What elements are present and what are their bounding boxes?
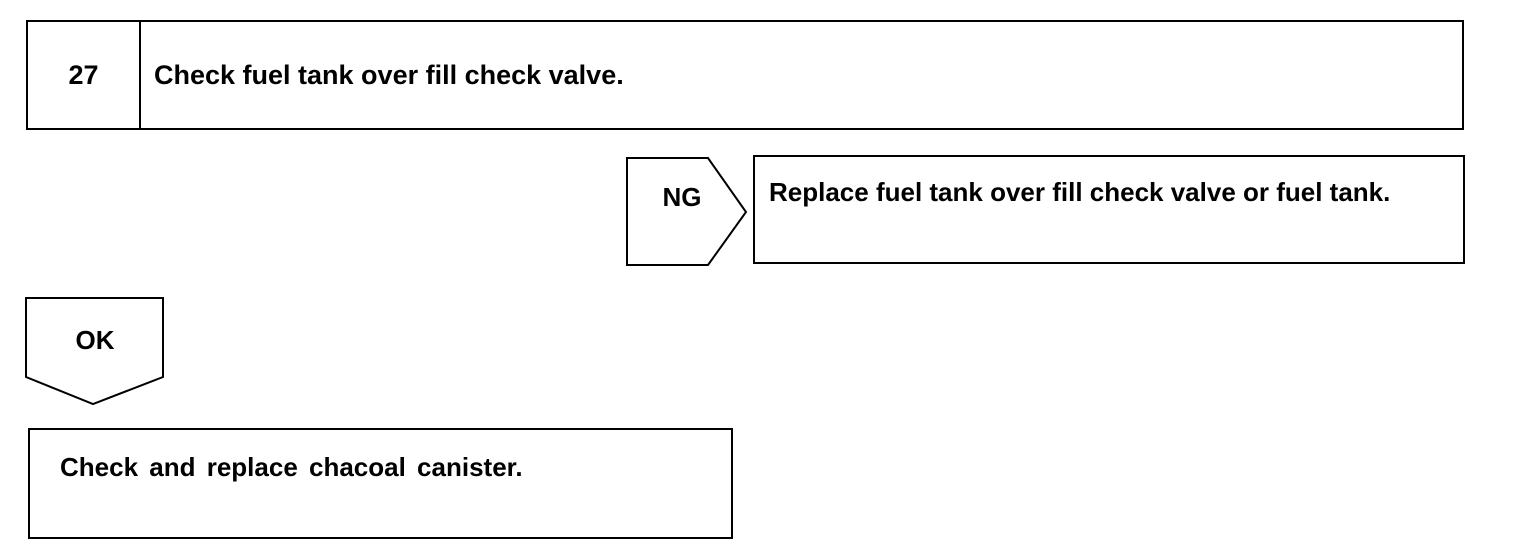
ok-arrow-shape <box>25 297 164 406</box>
step-box: 27 Check fuel tank over fill check valve… <box>26 20 1464 130</box>
step-text: Check fuel tank over fill check valve. <box>154 59 624 90</box>
ng-arrow-shape <box>626 157 748 266</box>
ng-action-box: Replace fuel tank over fill check valve … <box>753 155 1465 264</box>
ng-action-text: Replace fuel tank over fill check valve … <box>769 177 1391 207</box>
step-number: 27 <box>28 22 141 128</box>
ng-label: NG <box>662 182 702 212</box>
ok-action-box: Check and replace chacoal canister. <box>28 428 733 539</box>
ok-action-text: Check and replace chacoal canister. <box>60 452 523 482</box>
ok-label: OK <box>75 325 115 355</box>
